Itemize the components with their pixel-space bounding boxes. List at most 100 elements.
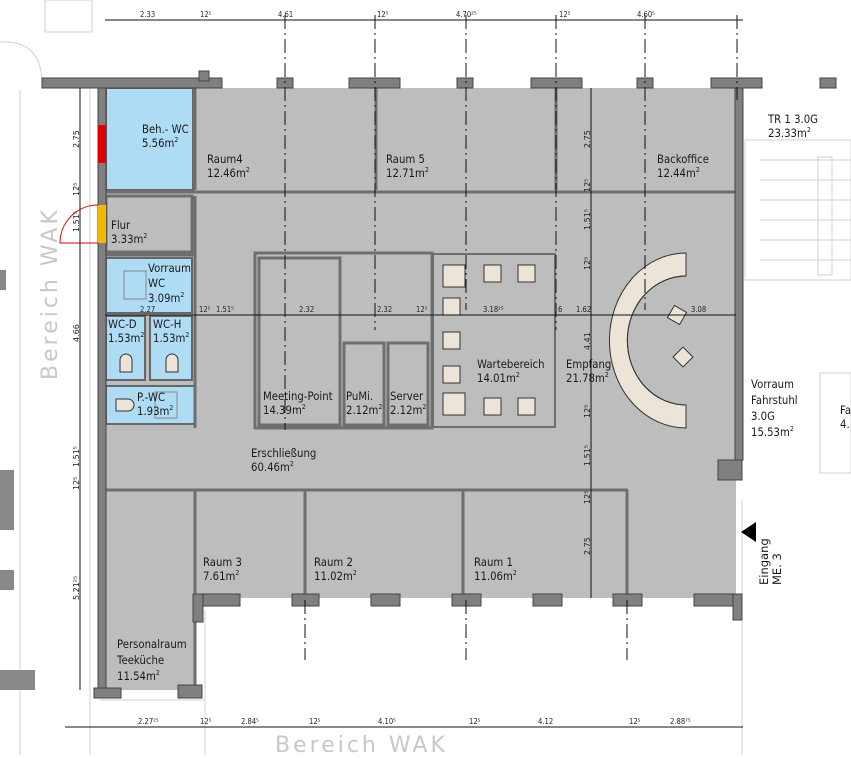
room-area: 60.46m [251,460,290,474]
dim-left: 12⁵ [72,476,81,490]
unit-sup: 2 [155,669,160,677]
dim-top: 12⁵ [377,10,389,19]
entrance-arrow-icon [741,522,756,542]
room-area: 15.53m [751,425,790,439]
room-pumi: PuMi.2.12m2 [346,389,382,417]
dim-bottom: 12⁵ [309,717,321,726]
unit-sup: 2 [185,331,190,339]
dim-left: 5.21²⁵ [72,575,81,600]
dim-bottom: 2.27²⁵ [138,717,159,726]
room-name: P.-WC [137,390,166,404]
dim-bottom: 4.10⁵ [378,717,396,726]
unit-sup: 2 [143,232,148,240]
dim-top: 12⁵ [200,10,212,19]
unit-sup: 2 [235,569,240,577]
dim-left: 12⁵ [72,182,81,196]
room-name: Empfang [566,357,612,371]
room-area: 1.93m [137,404,170,418]
room-area: 11.54m [117,669,156,683]
dim-top: 4.61 [278,10,294,19]
dim-left: 4.66 [72,324,81,342]
room-area: 2.12m [390,403,423,417]
room-name: Server [390,389,424,403]
room-area: 12.46m [207,166,246,180]
room-name: Erschließung [251,446,317,460]
unit-sup: 2 [806,126,811,134]
dim-top: 2.33 [140,10,156,19]
dim-middle: 12⁵ [416,305,428,314]
ghost-label-bottom: Bereich WAK [275,733,448,758]
dim-middle: 3.08 [691,305,707,314]
room-name: TR 1 3.0G [768,112,819,126]
room-name: Wartebereich [477,357,545,371]
room-area: 12.71m [386,166,425,180]
unit-sup: 2 [245,166,250,174]
room-area: 3.09m [148,291,181,305]
unit-sup: 2 [169,404,174,412]
room-name: Backoffice [657,152,709,166]
room-area: 11.02m [314,569,353,583]
dim-right: 1.51⁵ [583,444,592,466]
room-area: 3.33m [111,232,144,246]
room-name: WC-D [108,317,137,331]
room-name: Personalraum [117,637,187,651]
unit-sup: 2 [301,403,306,411]
unit-sup: 2 [352,569,357,577]
dim-middle: 2.27 [140,305,156,314]
unit-sup: 2 [180,291,185,299]
dim-bottom: 2.84⁵ [241,717,259,726]
interior-walls [104,88,736,690]
room-name: Raum 2 [314,555,353,569]
room-area: 21.78m [566,371,605,385]
unit-sup: 2 [512,569,517,577]
dim-bottom: 2.88⁷⁵ [670,717,691,726]
room-name-3: 3.0G [751,409,775,423]
dim-left: 1.51⁵ [72,210,81,232]
dim-left: 1.51⁵ [72,445,81,467]
dim-middle: 12⁵ [199,305,211,314]
room-area: 7.61m [203,569,236,583]
dim-middle: 2.32 [377,305,393,314]
unit-sup: 2 [140,331,145,339]
room-area: 1.53m [108,331,141,345]
unit-sup: 2 [422,403,427,411]
unit-sup: 2 [289,460,294,468]
dim-right: 12⁵ [583,490,592,504]
dim-middle: 2.32 [299,305,315,314]
unit-sup: 2 [378,403,383,411]
unit-sup: 2 [604,371,609,379]
room-name: Raum 3 [203,555,242,569]
room-name: Raum 5 [386,152,425,166]
dim-right: 4.41 [583,332,592,350]
room-name: Meeting-Point [263,389,333,403]
dim-left: 2.75 [72,130,81,148]
unit-sup: 2 [789,425,794,433]
entrance-line-1: Eingang [757,538,771,585]
dim-right: 1.51⁵ [583,208,592,230]
context-blocks [0,270,35,690]
dim-middle: 1.51⁵ [216,305,234,314]
entrance-line-2: ME. 3 [770,553,784,585]
ghost-label-left: Bereich WAK [38,207,63,380]
room-name: PuMi. [346,389,374,403]
unit-sup: 2 [174,136,179,144]
dim-top: 12⁵ [559,10,571,19]
room-area: 23.33m [768,126,807,140]
dim-right: 2.75 [583,537,592,555]
